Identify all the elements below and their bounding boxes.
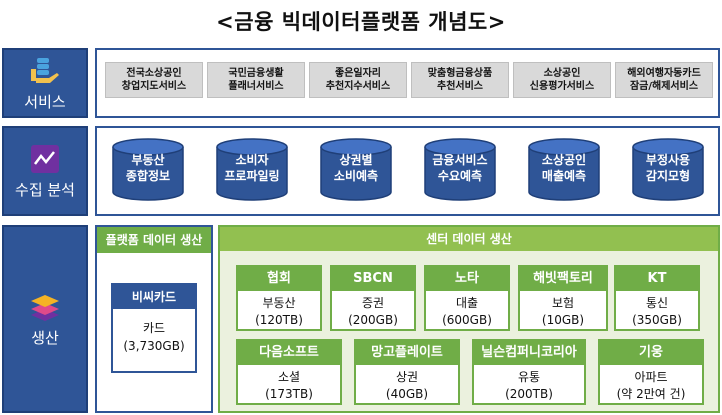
page-title: <금융 빅데이터플랫폼 개념도> xyxy=(216,10,506,34)
provider-name: 닐슨컴퍼니코리아 xyxy=(474,341,584,365)
provider-data-type: 대출 xyxy=(455,296,479,310)
platform-data-section: 플랫폼 데이터 생산 비씨카드 카드 (3,730GB) xyxy=(95,225,213,413)
analysis-label: 프로파일링 xyxy=(224,169,280,183)
analysis-label: 상권별 xyxy=(339,153,373,167)
service-label: 잠금/해제서비스 xyxy=(629,81,699,92)
analysis-label: 금융서비스 xyxy=(432,153,488,167)
provider-name: SBCN xyxy=(332,267,414,291)
service-label: 추천서비스 xyxy=(437,81,483,92)
provider-name: 기웅 xyxy=(600,341,702,365)
service-label: 좋은일자리 xyxy=(335,68,381,79)
service-label: 전국소상공인 xyxy=(126,68,182,79)
provider-data-type: 보험 xyxy=(551,296,575,310)
provider-data-size: (10GB) xyxy=(541,313,585,327)
provider-name: 노타 xyxy=(426,267,508,291)
platform-card-name: 비씨카드 xyxy=(113,285,195,309)
line-chart-icon xyxy=(29,143,61,175)
service-label: 신용평가서비스 xyxy=(529,81,595,92)
service-label: 추천지수서비스 xyxy=(325,81,391,92)
analysis-label: 수요예측 xyxy=(437,169,483,183)
provider-card[interactable]: SBCN 증권 (200GB) xyxy=(330,265,416,331)
platform-card-type: 카드 xyxy=(142,321,166,335)
provider-data-size: (120TB) xyxy=(255,313,303,327)
row-label-text: 서비스 xyxy=(24,92,66,111)
service-label: 소상공인 xyxy=(543,68,581,79)
service-label: 창업지도서비스 xyxy=(121,81,187,92)
analysis-label: 부정사용 xyxy=(645,153,691,167)
analysis-label: 매출예측 xyxy=(541,169,587,183)
analysis-label: 감지모형 xyxy=(645,169,691,183)
provider-data-size: (40GB) xyxy=(385,387,429,401)
platform-card-size: (3,730GB) xyxy=(123,339,185,353)
provider-data-type: 유통 xyxy=(517,370,541,384)
hand-coins-icon xyxy=(29,55,61,87)
provider-name: 해빗팩토리 xyxy=(520,267,606,291)
provider-data-type: 소셜 xyxy=(277,370,301,384)
row-label-produce: 생산 xyxy=(2,225,88,413)
service-label: 해외여행자동카드 xyxy=(627,68,701,79)
row-label-service: 서비스 xyxy=(2,48,88,118)
service-label: 플래너서비스 xyxy=(228,81,284,92)
row-label-text: 수집 분석 xyxy=(15,180,75,199)
analysis-label: 종합정보 xyxy=(125,169,171,183)
provider-data-type: 상권 xyxy=(395,370,419,384)
service-label: 국민금융생활 xyxy=(228,68,284,79)
provider-data-size: (350GB) xyxy=(632,313,682,327)
service-label: 맞춤형금융상품 xyxy=(427,68,493,79)
platform-card[interactable]: 비씨카드 카드 (3,730GB) xyxy=(111,283,197,373)
provider-name: 협회 xyxy=(238,267,320,291)
provider-data-size: (173TB) xyxy=(265,387,313,401)
analysis-label: 소상공인 xyxy=(541,153,587,167)
platform-header: 플랫폼 데이터 생산 xyxy=(97,227,211,253)
analysis-label: 소비예측 xyxy=(333,169,379,183)
layers-icon xyxy=(29,291,61,323)
provider-data-type: 통신 xyxy=(645,296,669,310)
provider-card[interactable]: KT 통신 (350GB) xyxy=(614,265,700,331)
analysis-label: 소비자 xyxy=(235,153,269,167)
provider-data-size: (600GB) xyxy=(442,313,492,327)
center-header: 센터 데이터 생산 xyxy=(220,227,718,251)
row-label-collect: 수집 분석 xyxy=(2,126,88,216)
provider-name: KT xyxy=(616,267,698,291)
provider-data-size: (200GB) xyxy=(348,313,398,327)
provider-data-size: (200TB) xyxy=(505,387,553,401)
provider-data-type: 부동산 xyxy=(262,296,296,310)
provider-data-type: 아파트 xyxy=(634,370,668,384)
provider-data-type: 증권 xyxy=(361,296,385,310)
analysis-label: 부동산 xyxy=(131,153,165,167)
row-label-text: 생산 xyxy=(31,328,59,347)
provider-name: 다음소프트 xyxy=(238,341,340,365)
provider-data-size: (약 2만여 건) xyxy=(616,387,686,401)
provider-name: 망고플레이트 xyxy=(356,341,458,365)
